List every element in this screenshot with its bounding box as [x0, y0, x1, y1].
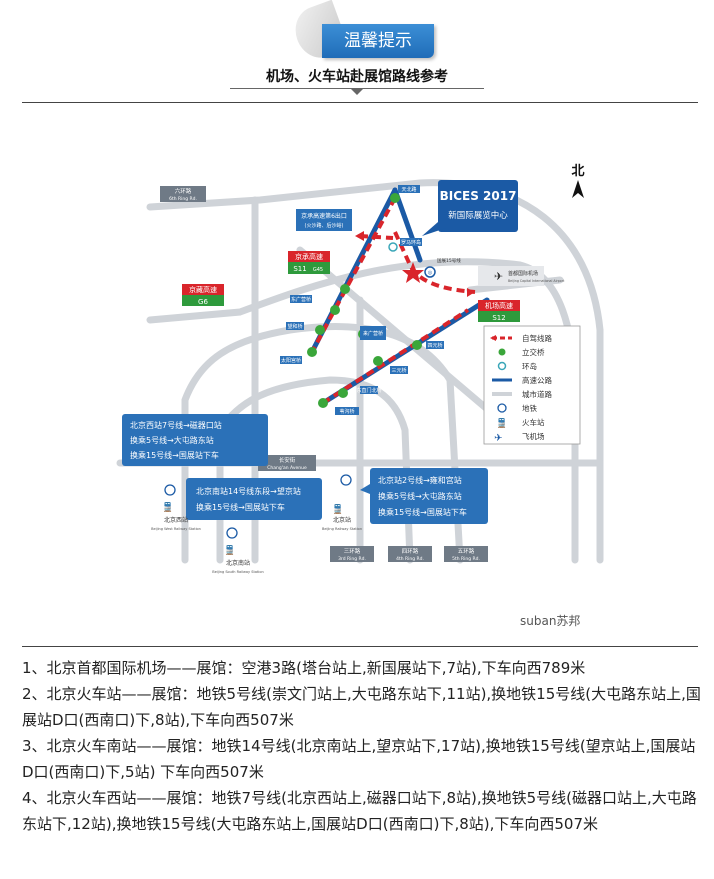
svg-text:4th Ring Rd.: 4th Ring Rd.: [396, 556, 424, 562]
route-arrow-icon: [355, 231, 364, 241]
svg-text:Beijing West Railway Station: Beijing West Railway Station: [151, 527, 201, 531]
train-icon: 🚆: [332, 503, 343, 515]
svg-text:京承高速: 京承高速: [295, 252, 323, 261]
svg-text:苇沟桥: 苇沟桥: [339, 408, 354, 415]
svg-text:Chang'an Avenue: Chang'an Avenue: [267, 465, 307, 471]
svg-text:北京西站7号线→磁器口站: 北京西站7号线→磁器口站: [130, 420, 222, 430]
svg-text:城市道路: 城市道路: [522, 389, 552, 399]
ring-road-labels: 三环路 3rd Ring Rd. 四环路 4th Ring Rd. 五环路 5t…: [330, 546, 488, 562]
route-item: 4、北京火车西站——展馆：地铁7号线(北京西站上,磁器口站下,8站),换地铁5号…: [22, 789, 697, 833]
svg-text:太阳宫桥: 太阳宫桥: [281, 357, 301, 364]
train-icon: 🚆: [162, 501, 173, 513]
svg-text:换乘15号线→国展站下车: 换乘15号线→国展站下车: [196, 502, 285, 512]
jingcheng-highway-sign: 京承高速 S11 G45: [288, 251, 330, 274]
svg-text:环岛: 环岛: [522, 361, 537, 371]
svg-text:自驾线路: 自驾线路: [522, 333, 552, 343]
svg-text:Beijing Railway Station: Beijing Railway Station: [322, 527, 362, 531]
roundabout-icon: [388, 242, 398, 252]
svg-text:罗马环岛: 罗马环岛: [401, 239, 421, 246]
svg-text:高速公路: 高速公路: [522, 375, 552, 385]
jingcheng-exit-box: [296, 209, 352, 231]
route-list: 1、北京首都国际机场——展馆：空港3路(塔台站上,新国展站下,7站),下车向西7…: [22, 655, 702, 837]
header-subtitle: 机场、火车站赴展馆路线参考: [266, 69, 448, 85]
train-icon: 🚆: [496, 417, 507, 429]
svg-text:BICES 2017: BICES 2017: [440, 189, 517, 203]
svg-text:(火沙路、后沙峪): (火沙路、后沙峪): [305, 222, 344, 229]
route-map: 天北路 东广营桥 望和桥 太阳宫桥 来广营桥 四元桥 三元桥 东直门北桥 苇沟桥…: [116, 164, 604, 574]
train-icon: 🚆: [224, 544, 235, 556]
svg-text:地铁: 地铁: [522, 403, 537, 413]
section-rule: [22, 646, 698, 647]
subway-stop-label: 国展15号线: [437, 257, 461, 264]
svg-text:◎: ◎: [428, 270, 433, 276]
svg-text:机场高速: 机场高速: [485, 301, 513, 310]
svg-text:北京站2号线→雍和宫站: 北京站2号线→雍和宫站: [378, 475, 462, 485]
svg-text:换乘15号线→国展站下车: 换乘15号线→国展站下车: [130, 450, 219, 460]
svg-text:火车站: 火车站: [522, 417, 545, 427]
header-tag: 温馨提示: [322, 24, 434, 58]
svg-text:新国际展览中心: 新国际展览中心: [448, 210, 508, 221]
svg-text:换乘5号线→大屯路东站: 换乘5号线→大屯路东站: [130, 435, 214, 445]
svg-text:长安街: 长安街: [279, 456, 296, 464]
svg-text:京承高速第6出口: 京承高速第6出口: [301, 212, 347, 220]
south-station-marker: 🚆 北京南站 Beijing South Railway Station: [212, 527, 264, 574]
svg-text:五环路: 五环路: [458, 547, 475, 555]
svg-text:飞机场: 飞机场: [522, 431, 545, 441]
svg-text:S12: S12: [492, 314, 505, 322]
map-legend: 自驾线路 立交桥 环岛 高速公路 城市道路 地铁 🚆 火车站 ✈ 飞机场: [483, 325, 581, 445]
route-item: 1、北京首都国际机场——展馆：空港3路(塔台站上,新国展站下,7站),下车向西7…: [22, 659, 586, 677]
changan-sign: [258, 455, 316, 471]
route-item: 2、北京火车站——展馆：地铁5号线(崇文门站上,大屯路东站下,11站),换地铁1…: [22, 685, 701, 729]
airport-marker: ✈ 首都国际机场 Beijing Capital International A…: [478, 266, 565, 286]
venue-star-icon: [402, 262, 424, 283]
bridge-labels: 天北路 东广营桥 望和桥 太阳宫桥 来广营桥 四元桥 三元桥 东直门北桥 苇沟桥…: [280, 185, 444, 415]
plane-icon: ✈: [494, 270, 503, 283]
svg-text:G6: G6: [198, 298, 208, 306]
svg-text:三元桥: 三元桥: [391, 367, 406, 374]
watermark: suban苏邦: [520, 614, 581, 628]
beijing-station-callout: 北京站2号线→雍和宫站 换乘5号线→大屯路东站 换乘15号线→国展站下车: [360, 468, 488, 524]
south-station-callout: 北京南站14号线东段→望京站 换乘15号线→国展站下车: [186, 478, 322, 520]
subway-icon: [424, 266, 436, 278]
svg-text:天北路: 天北路: [401, 186, 416, 193]
svg-text:东直门北桥: 东直门北桥: [356, 387, 381, 394]
svg-text:六环路: 六环路: [175, 187, 192, 195]
svg-text:6th Ring Rd.: 6th Ring Rd.: [169, 196, 197, 202]
svg-text:3rd Ring Rd.: 3rd Ring Rd.: [338, 556, 366, 562]
svg-text:G45: G45: [313, 267, 323, 273]
svg-text:京藏高速: 京藏高速: [189, 285, 217, 294]
svg-text:四环路: 四环路: [402, 547, 419, 555]
svg-text:首都国际机场: 首都国际机场: [508, 270, 538, 277]
jingzang-highway-sign: 京藏高速 G6: [182, 284, 224, 306]
west-station-callout: 北京西站7号线→磁器口站 换乘5号线→大屯路东站 换乘15号线→国展站下车: [122, 414, 268, 466]
svg-text:换乘5号线→大屯路东站: 换乘5号线→大屯路东站: [378, 491, 462, 501]
svg-text:立交桥: 立交桥: [522, 347, 545, 357]
svg-text:S11: S11: [293, 265, 306, 273]
svg-text:四元桥: 四元桥: [427, 342, 442, 349]
north-arrow-icon: [572, 180, 584, 198]
chevron-down-icon: [350, 88, 364, 95]
west-station-marker: 🚆 北京西站 Beijing West Railway Station: [151, 484, 201, 531]
header-rule: [22, 102, 698, 103]
svg-text:望和桥: 望和桥: [287, 323, 302, 330]
svg-text:北京西站: 北京西站: [164, 516, 188, 524]
route-arrow-icon: [467, 288, 475, 297]
ring6-sign: [160, 186, 206, 202]
svg-text:三环路: 三环路: [344, 547, 361, 555]
svg-text:Beijing South Railway Station: Beijing South Railway Station: [212, 570, 263, 574]
svg-text:北京南站14号线东段→望京站: 北京南站14号线东段→望京站: [196, 486, 301, 496]
svg-text:Beijing Capital International: Beijing Capital International Airport: [508, 279, 565, 283]
svg-text:北京站: 北京站: [333, 516, 351, 524]
svg-text:北京南站: 北京南站: [226, 559, 250, 567]
svg-text:5th Ring Rd.: 5th Ring Rd.: [452, 556, 480, 562]
airport-highway-sign: 机场高速 S12: [478, 300, 520, 322]
venue-callout: BICES 2017 新国际展览中心: [422, 180, 518, 236]
north-label: 北: [571, 164, 584, 179]
beijing-station-marker: 🚆 北京站 Beijing Railway Station: [322, 474, 362, 531]
svg-text:换乘15号线→国展站下车: 换乘15号线→国展站下车: [378, 507, 467, 517]
svg-text:东广营桥: 东广营桥: [291, 296, 311, 303]
svg-text:来广营桥: 来广营桥: [363, 330, 383, 337]
plane-icon: ✈: [494, 433, 502, 444]
route-item: 3、北京火车南站——展馆：地铁14号线(北京南站上,望京站下,17站),换地铁1…: [22, 737, 696, 781]
